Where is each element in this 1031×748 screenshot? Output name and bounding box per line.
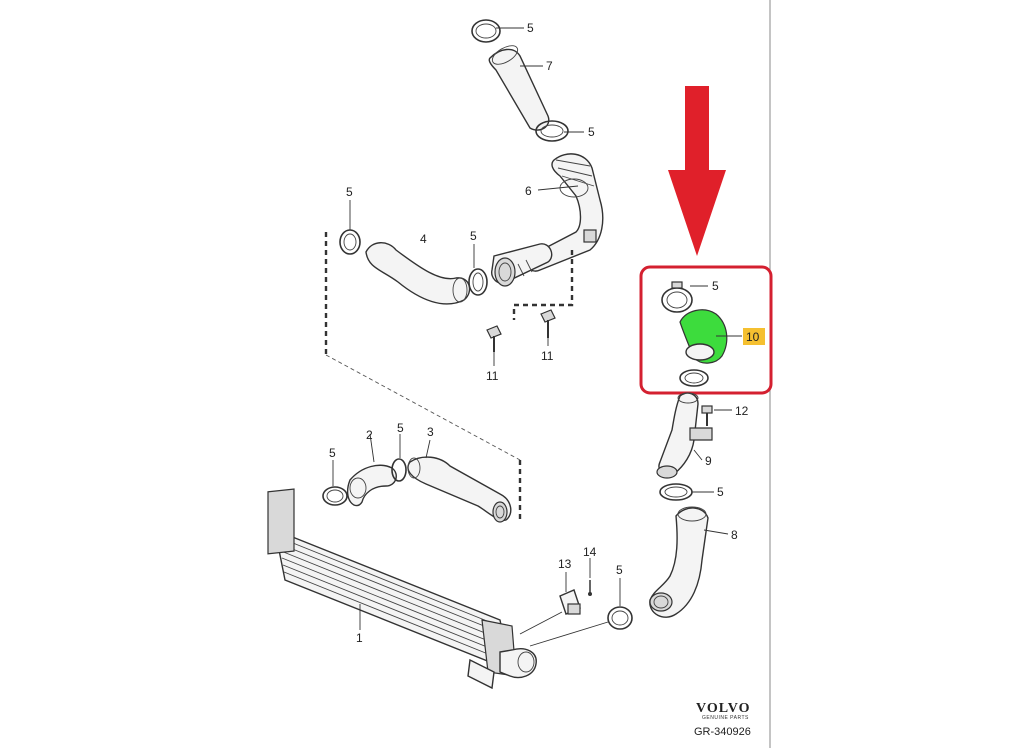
bracket-13 bbox=[559, 589, 581, 615]
hose-10-group bbox=[661, 281, 728, 387]
drawing-reference: GR-340926 bbox=[694, 726, 751, 738]
callout-4: 4 bbox=[420, 232, 427, 246]
pipe-9-group bbox=[656, 392, 713, 501]
hose-7 bbox=[488, 48, 550, 131]
pipe-6-group bbox=[491, 153, 604, 287]
intercooler-1 bbox=[267, 488, 537, 690]
callout-5: 5 bbox=[329, 446, 336, 460]
hose-8 bbox=[649, 507, 709, 618]
pipe-6-end bbox=[494, 257, 516, 287]
callout-11: 11 bbox=[486, 369, 499, 383]
callout-5: 5 bbox=[717, 485, 724, 499]
callout-8: 8 bbox=[731, 528, 738, 542]
bolt-12 bbox=[701, 405, 713, 426]
hose-4 bbox=[365, 242, 471, 305]
callout-13: 13 bbox=[558, 557, 572, 571]
volvo-logo-sub: GENUINE PARTS bbox=[702, 715, 749, 721]
leader-lines bbox=[332, 27, 742, 647]
clamp-8 bbox=[607, 606, 633, 630]
clamp-top bbox=[471, 19, 501, 43]
callout-10-highlight bbox=[743, 328, 765, 345]
callout-5: 5 bbox=[527, 21, 534, 35]
hose-2-3-group bbox=[322, 456, 512, 523]
callout-1: 1 bbox=[356, 631, 363, 645]
volvo-logo: VOLVO bbox=[696, 701, 751, 716]
callout-3: 3 bbox=[427, 425, 434, 439]
callout-5: 5 bbox=[616, 563, 623, 577]
clamp-10-bottom bbox=[679, 369, 709, 387]
screw-14 bbox=[588, 580, 592, 596]
callout-5: 5 bbox=[346, 185, 353, 199]
hose-4-group bbox=[339, 229, 488, 305]
hose-3 bbox=[407, 456, 512, 521]
hose-7-group bbox=[471, 19, 569, 142]
down-arrow-icon bbox=[668, 86, 726, 256]
callout-9: 9 bbox=[705, 454, 712, 468]
callout-5: 5 bbox=[712, 279, 719, 293]
bolt-11-right bbox=[540, 309, 556, 338]
callout-11: 11 bbox=[541, 349, 554, 363]
highlight-frame bbox=[639, 265, 773, 395]
clamp-2-right bbox=[391, 458, 407, 482]
callout-5: 5 bbox=[588, 125, 595, 139]
clamp-2-left bbox=[322, 486, 348, 506]
callout-5: 5 bbox=[470, 229, 477, 243]
callout-14: 14 bbox=[583, 545, 597, 559]
callout-10: 10 bbox=[746, 330, 760, 344]
callout-5: 5 bbox=[397, 421, 404, 435]
hose-8-group bbox=[607, 506, 709, 630]
bolt-11-left bbox=[486, 325, 502, 352]
callout-7: 7 bbox=[546, 59, 553, 73]
hose-2 bbox=[346, 464, 397, 507]
clamp-4-right bbox=[468, 268, 488, 296]
clamp-mid bbox=[535, 120, 569, 142]
callout-2: 2 bbox=[366, 428, 373, 442]
callout-6: 6 bbox=[525, 184, 532, 198]
callout-12: 12 bbox=[735, 404, 749, 418]
